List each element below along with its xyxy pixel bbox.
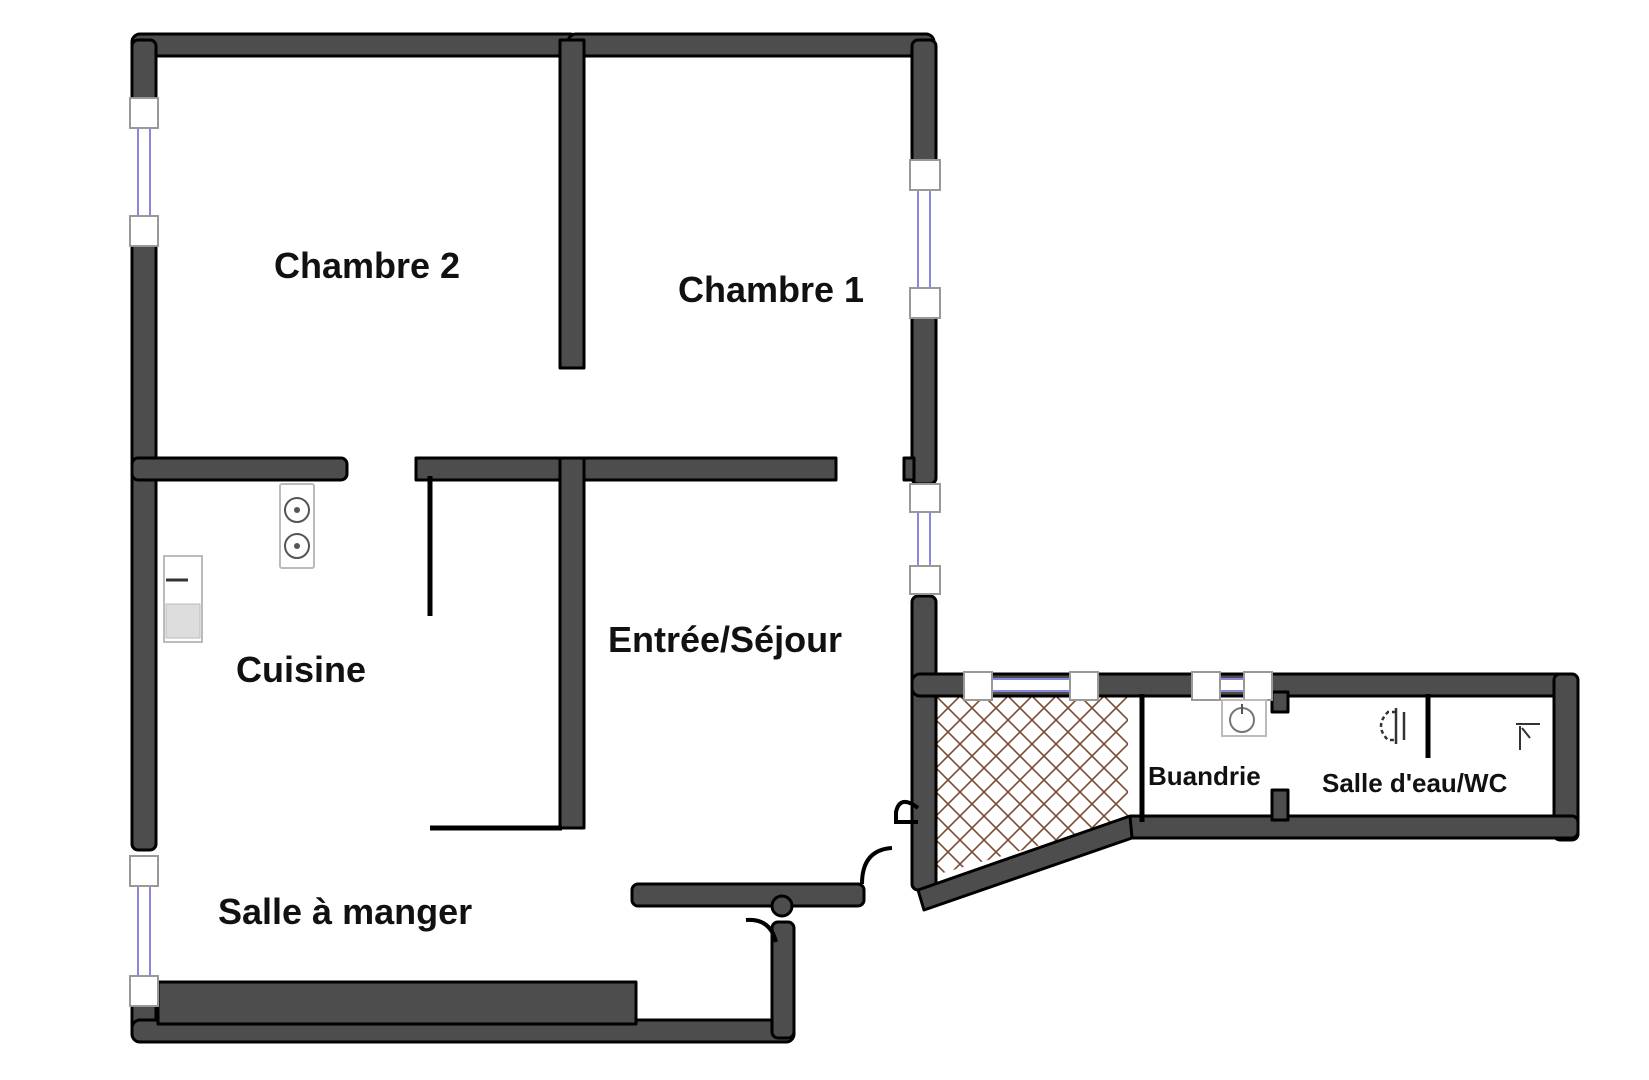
window-left-upper-frame-bottom — [129, 215, 159, 247]
door-hinge — [770, 894, 794, 918]
wall-right-mid — [910, 310, 938, 486]
wall-utility-bottom — [1124, 814, 1580, 840]
room-label-cuisine: Cuisine — [236, 649, 366, 690]
washbasin-icon — [1221, 699, 1267, 737]
door-swing-icon — [894, 800, 920, 824]
fridge-icon — [163, 555, 203, 643]
window-right-upper-frame-bottom — [909, 287, 941, 319]
toilet-icon — [1379, 708, 1406, 744]
wall-buandrie-partition-bottom — [1270, 788, 1290, 822]
wall-kitchen-sejour — [558, 456, 586, 830]
window-utility-1-frame-left — [963, 671, 993, 701]
window-utility-2-frame-left — [1191, 671, 1221, 701]
room-label-chambre-2: Chambre 2 — [274, 245, 460, 286]
wall-top-right — [566, 32, 936, 58]
room-label-salle-a-manger: Salle à manger — [218, 891, 472, 932]
wall-left-mid — [130, 236, 158, 852]
wall-horizontal-left — [130, 456, 349, 482]
window-right-upper-frame-top — [909, 159, 941, 191]
shower-icon — [1516, 723, 1540, 750]
wall-utility-slant — [916, 814, 1134, 912]
room-label-chambre-1: Chambre 1 — [678, 269, 864, 310]
doors — [745, 800, 920, 943]
wall-horizontal-stub — [902, 456, 916, 482]
window-right-mid-frame-top — [909, 483, 941, 513]
thin-partitions — [427, 476, 1431, 831]
wall-buandrie-partition-top — [1270, 690, 1290, 714]
bottom-counter — [156, 980, 638, 1026]
wall-right-lower — [910, 594, 938, 892]
window-left-lower-frame-top — [129, 855, 159, 887]
window-utility-2-frame-right — [1243, 671, 1273, 701]
window-utility-1-frame-right — [1069, 671, 1099, 701]
cooktop-icon — [279, 483, 315, 569]
wall-horizontal-center — [414, 456, 838, 482]
room-label-salle-eau-wc: Salle d'eau/WC — [1322, 768, 1508, 798]
room-label-buandrie: Buandrie — [1148, 761, 1261, 791]
room-label-entree-sejour: Entrée/Séjour — [608, 619, 842, 660]
wall-utility-right — [1552, 672, 1580, 842]
window-left-upper-frame-top — [129, 97, 159, 129]
wall-bedrooms-partition — [558, 38, 586, 370]
door-swing-icon — [860, 846, 893, 885]
door-swing-icon — [745, 917, 778, 943]
wall-sejour-bottom — [630, 882, 866, 908]
wall-right-top — [910, 38, 938, 166]
window-right-mid-frame-bottom — [909, 565, 941, 595]
wall-left-upper — [130, 38, 158, 108]
windows — [129, 97, 1273, 1007]
wall-top-left — [130, 32, 580, 58]
window-left-lower-frame-bottom — [129, 975, 159, 1007]
wall-dining-right — [770, 920, 796, 1040]
